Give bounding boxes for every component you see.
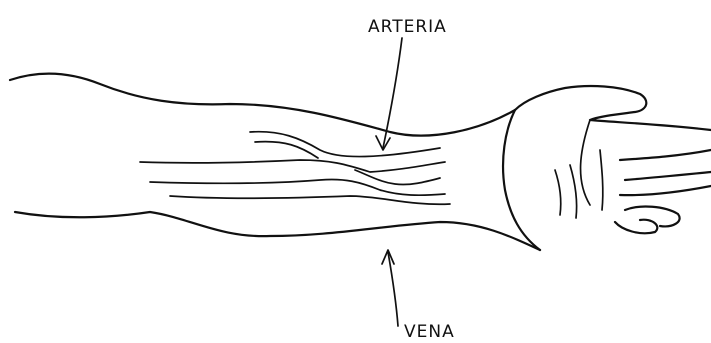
arm-upper-contour <box>10 74 515 136</box>
finger-upper <box>620 150 711 160</box>
vessel-main-lower <box>150 179 445 195</box>
vessel-fork <box>355 170 440 185</box>
finger-middle <box>625 172 711 180</box>
hand-thumb <box>515 86 711 130</box>
arm-lower-contour <box>15 212 540 250</box>
hand-back <box>503 110 540 250</box>
vessel-bottom <box>170 196 450 204</box>
wrist-crease <box>600 150 603 210</box>
artery-label: ARTERIA <box>368 17 447 37</box>
vein-label: VENA <box>404 322 455 342</box>
palm-crease-2 <box>570 165 577 218</box>
finger-tip <box>625 207 680 227</box>
finger-curl <box>615 220 657 234</box>
palm-crease <box>555 170 561 215</box>
vessel-main-upper <box>140 160 445 172</box>
hand-knuckle-line <box>581 120 590 205</box>
finger-lower <box>620 186 711 195</box>
